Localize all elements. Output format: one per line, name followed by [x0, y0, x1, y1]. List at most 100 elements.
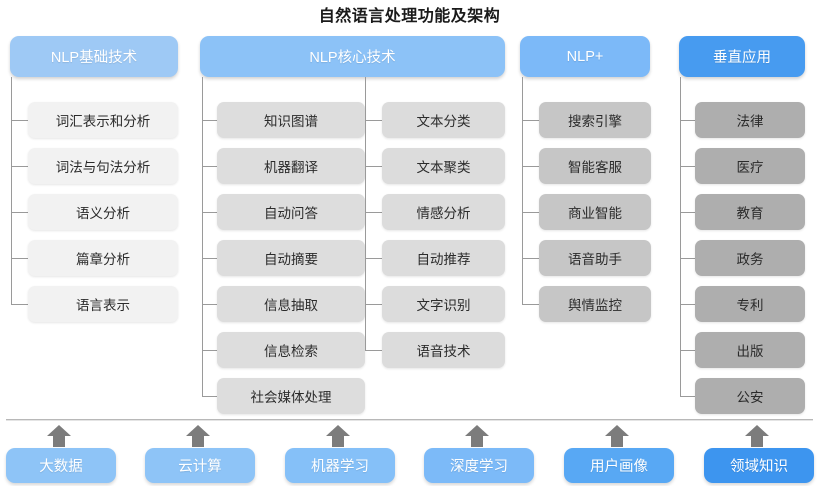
connector-stub	[522, 258, 539, 259]
node-label: 语音技术	[416, 344, 471, 359]
node-label: 智能客服	[568, 160, 622, 175]
header-label: NLP+	[566, 48, 604, 65]
node-label: 文字识别	[416, 298, 471, 313]
node-col1-item-4[interactable]: 语言表示	[28, 286, 178, 322]
connector-stub	[202, 166, 217, 167]
node-col2right-item-0[interactable]: 文本分类	[382, 102, 505, 138]
connector-stub	[202, 350, 217, 351]
node-col1-item-0[interactable]: 词汇表示和分析	[28, 102, 178, 138]
node-col2right-item-2[interactable]: 情感分析	[382, 194, 505, 230]
node-label: 文本聚类	[416, 160, 471, 175]
up-arrow-icon	[745, 425, 769, 447]
node-label: 文本分类	[416, 114, 471, 129]
connector-stub	[365, 304, 382, 305]
connector-stub	[680, 396, 695, 397]
node-label: 出版	[736, 344, 764, 359]
connector-spine-col3	[522, 77, 523, 305]
foundation-block-domain-knowledge[interactable]: 领域知识	[704, 448, 814, 483]
connector-stub	[522, 166, 539, 167]
node-col2left-item-6[interactable]: 社会媒体处理	[217, 378, 365, 414]
node-col2left-item-1[interactable]: 机器翻译	[217, 148, 365, 184]
up-arrow-icon	[326, 425, 350, 447]
node-label: 搜索引擎	[568, 114, 622, 129]
connector-stub	[365, 350, 382, 351]
node-label: 信息抽取	[264, 298, 318, 313]
node-label: 词汇表示和分析	[55, 114, 151, 129]
up-arrow-icon	[605, 425, 629, 447]
foundation-block-label: 领域知识	[730, 459, 788, 475]
foundation-block-deep-learning[interactable]: 深度学习	[424, 448, 534, 483]
node-label: 自动推荐	[416, 252, 471, 267]
node-col4-item-2[interactable]: 教育	[695, 194, 805, 230]
foundation-block-big-data[interactable]: 大数据	[6, 448, 116, 483]
node-col4-item-4[interactable]: 专利	[695, 286, 805, 322]
node-col2right-item-5[interactable]: 语音技术	[382, 332, 505, 368]
header-nlp-plus[interactable]: NLP+	[520, 36, 650, 77]
up-arrow-icon	[186, 425, 210, 447]
header-nlp-core[interactable]: NLP核心技术	[200, 36, 505, 77]
connector-stub	[680, 212, 695, 213]
node-col3-item-3[interactable]: 语音助手	[539, 240, 651, 276]
node-label: 篇章分析	[76, 252, 130, 267]
connector-stub	[680, 304, 695, 305]
foundation-block-label: 云计算	[178, 459, 222, 475]
node-col4-item-1[interactable]: 医疗	[695, 148, 805, 184]
node-col4-item-6[interactable]: 公安	[695, 378, 805, 414]
watermark	[690, 474, 819, 486]
foundation-block-cloud-computing[interactable]: 云计算	[145, 448, 255, 483]
node-col2right-item-4[interactable]: 文字识别	[382, 286, 505, 322]
connector-spine-col1	[11, 77, 12, 305]
node-col3-item-1[interactable]: 智能客服	[539, 148, 651, 184]
connector-stub	[680, 350, 695, 351]
node-col3-item-0[interactable]: 搜索引擎	[539, 102, 651, 138]
node-label: 政务	[736, 252, 764, 267]
node-col1-item-1[interactable]: 词法与句法分析	[28, 148, 178, 184]
node-col4-item-3[interactable]: 政务	[695, 240, 805, 276]
node-col1-item-3[interactable]: 篇章分析	[28, 240, 178, 276]
connector-stub	[365, 120, 382, 121]
connector-stub	[365, 212, 382, 213]
connector-stub	[202, 212, 217, 213]
node-label: 语义分析	[76, 206, 130, 221]
connector-stub	[202, 258, 217, 259]
connector-stub	[11, 304, 28, 305]
connector-stub	[522, 212, 539, 213]
node-label: 语言表示	[76, 298, 130, 313]
node-col4-item-0[interactable]: 法律	[695, 102, 805, 138]
connector-stub	[365, 166, 382, 167]
foundation-block-machine-learning[interactable]: 机器学习	[285, 448, 395, 483]
node-label: 知识图谱	[264, 114, 318, 129]
connector-stub	[522, 120, 539, 121]
node-col2left-item-4[interactable]: 信息抽取	[217, 286, 365, 322]
connector-stub	[11, 120, 28, 121]
header-vertical-apps[interactable]: 垂直应用	[679, 36, 805, 77]
node-col2left-item-5[interactable]: 信息检索	[217, 332, 365, 368]
node-label: 专利	[736, 298, 764, 313]
node-col2left-item-0[interactable]: 知识图谱	[217, 102, 365, 138]
node-label: 公安	[736, 390, 764, 405]
node-col4-item-5[interactable]: 出版	[695, 332, 805, 368]
node-label: 舆情监控	[568, 298, 622, 313]
connector-stub	[680, 166, 695, 167]
node-label: 语音助手	[568, 252, 622, 267]
node-col3-item-2[interactable]: 商业智能	[539, 194, 651, 230]
foundation-block-label: 用户画像	[590, 459, 648, 475]
node-label: 情感分析	[416, 206, 471, 221]
node-col2right-item-3[interactable]: 自动推荐	[382, 240, 505, 276]
header-nlp-basic[interactable]: NLP基础技术	[10, 36, 178, 77]
node-col3-item-4[interactable]: 舆情监控	[539, 286, 651, 322]
foundation-block-user-profile[interactable]: 用户画像	[564, 448, 674, 483]
node-label: 社会媒体处理	[250, 390, 332, 405]
node-col1-item-2[interactable]: 语义分析	[28, 194, 178, 230]
up-arrow-icon	[47, 425, 71, 447]
node-col2left-item-3[interactable]: 自动摘要	[217, 240, 365, 276]
foundation-block-label: 大数据	[39, 459, 83, 475]
node-col2left-item-2[interactable]: 自动问答	[217, 194, 365, 230]
header-label: NLP核心技术	[309, 50, 396, 66]
connector-stub	[680, 120, 695, 121]
foundation-block-label: 机器学习	[311, 459, 369, 475]
connector-stub	[365, 258, 382, 259]
node-label: 信息检索	[264, 344, 318, 359]
node-col2right-item-1[interactable]: 文本聚类	[382, 148, 505, 184]
